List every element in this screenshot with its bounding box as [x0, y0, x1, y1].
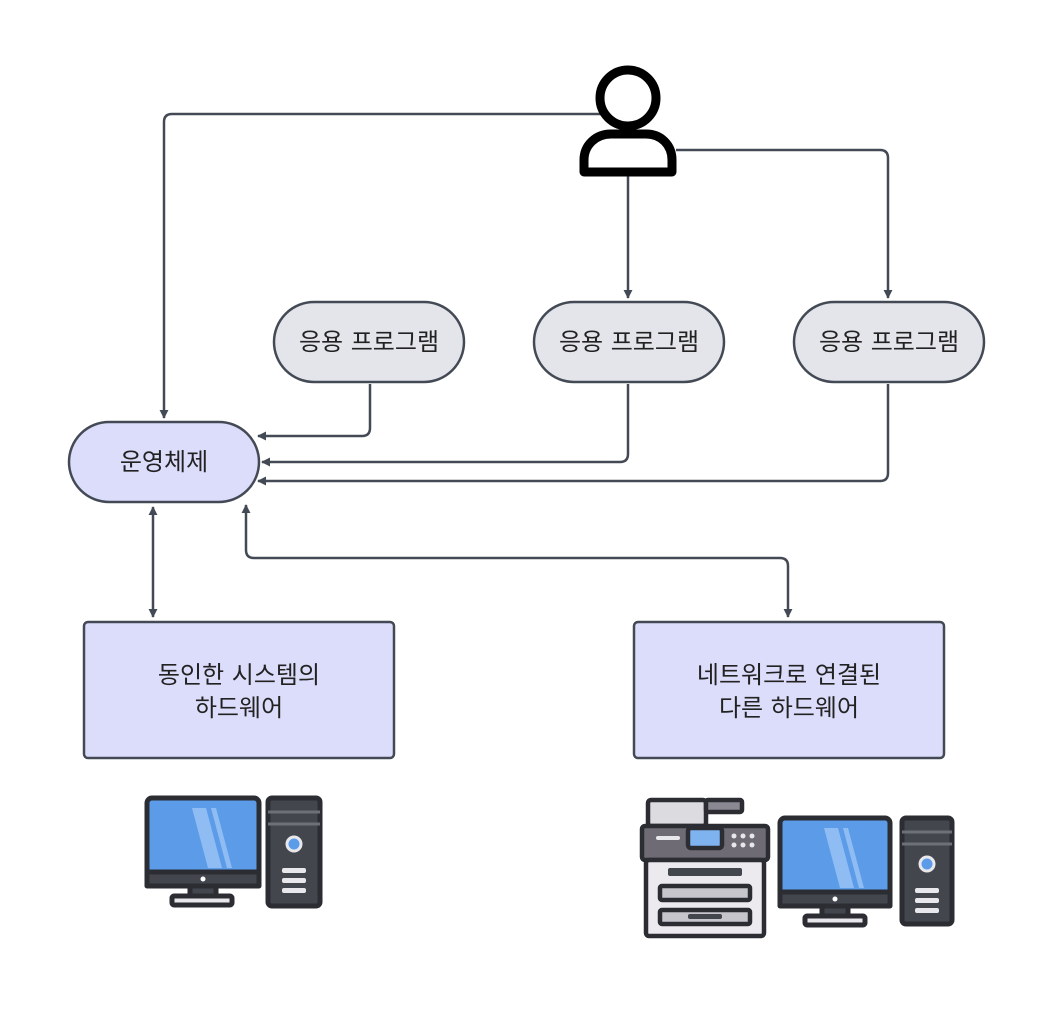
- edge-app-2-to-os: [261, 384, 630, 467]
- edge-user-to-os: [159, 112, 604, 419]
- app-node-label: 응용 프로그램: [819, 328, 959, 356]
- app-node-1[interactable]: 응용 프로그램: [272, 300, 466, 384]
- local-hardware-node[interactable]: 동인한 시스템의 하드웨어: [82, 620, 396, 760]
- edge-app-3-to-os: [257, 384, 890, 486]
- app-node-2[interactable]: 응용 프로그램: [532, 300, 726, 384]
- network-hardware-label-line-2: 다른 하드웨어: [719, 694, 859, 722]
- os-node-label: 운영체제: [120, 448, 208, 476]
- local-hardware-label-line-2: 하드웨어: [195, 694, 283, 722]
- network-hardware-node[interactable]: 네트워크로 연결된 다른 하드웨어: [632, 620, 946, 760]
- app-node-label: 응용 프로그램: [299, 328, 439, 356]
- edge-app-1-to-os: [257, 384, 372, 441]
- os-node[interactable]: 운영체제: [67, 420, 261, 504]
- desktop-computer-icon: [777, 815, 955, 928]
- desktop-computer-icon: [144, 795, 323, 909]
- app-node-3[interactable]: 응용 프로그램: [792, 300, 986, 384]
- app-node-label: 응용 프로그램: [559, 328, 699, 356]
- edge-user-to-app-3: [676, 148, 893, 299]
- edge-os-network-hardware: [241, 504, 793, 618]
- printer-icon: [639, 797, 771, 939]
- local-hardware-label-line-1: 동인한 시스템의: [158, 661, 320, 689]
- edges: [148, 112, 893, 618]
- network-hardware-label-line-1: 네트워크로 연결된: [697, 661, 881, 689]
- user-icon: [579, 65, 677, 177]
